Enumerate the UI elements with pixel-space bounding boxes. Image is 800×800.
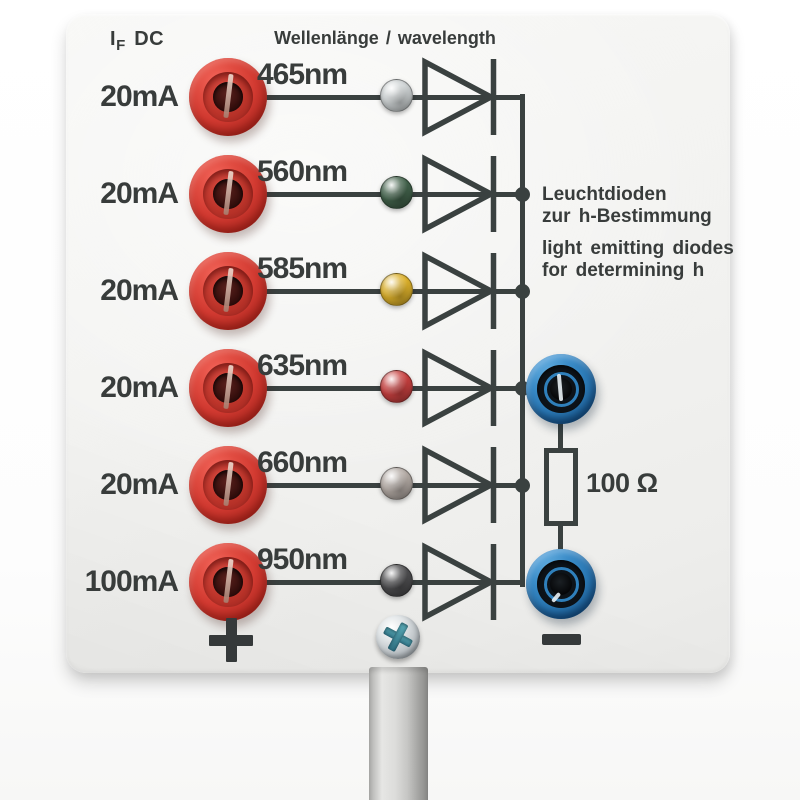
socket-blue-ring (543, 566, 579, 602)
junction-dot (515, 186, 530, 202)
resistor-lead-bottom (558, 524, 563, 554)
socket-hole (549, 572, 573, 596)
current-rating-label: 20mA (100, 468, 179, 501)
anode-wire (226, 482, 522, 488)
stand-rod (369, 667, 428, 800)
diode-symbol-icon (422, 251, 497, 331)
wavelength-label: 560nm (257, 155, 348, 188)
diode-symbol-icon (422, 445, 497, 525)
led-lamp (380, 370, 413, 403)
description-line: for determining h (542, 260, 705, 281)
led-lamp (380, 273, 413, 306)
current-rating-label: 20mA (100, 371, 179, 404)
led-lamp (380, 176, 413, 209)
plus-bar (225, 618, 237, 662)
diode-symbol-icon (422, 542, 497, 622)
current-rating-label: 100mA (84, 565, 179, 598)
resistor-value-label: 100 Ω (586, 468, 658, 498)
quantity-symbol: I (110, 28, 117, 50)
junction-dot (515, 283, 530, 299)
wavelength-header: Wellenlänge / wavelength (274, 28, 496, 48)
anode-wire (226, 288, 522, 294)
red-banana-socket (189, 58, 267, 136)
description-line: Leuchtdioden (542, 184, 667, 205)
red-banana-socket (189, 252, 267, 330)
anode-wire (226, 191, 522, 197)
led-lamp (380, 79, 413, 112)
diode-symbol-icon (422, 154, 497, 234)
junction-dot (515, 477, 530, 493)
red-banana-socket (189, 155, 267, 233)
mode-label: DC (134, 28, 165, 50)
resistor-lead-top (558, 418, 563, 452)
description-line: light emitting diodes (542, 238, 734, 259)
quantity-subscript: F (116, 37, 126, 54)
anode-wire (226, 94, 522, 100)
anode-wire (226, 385, 522, 391)
red-banana-socket (189, 446, 267, 524)
diode-symbol-icon (422, 57, 497, 137)
socket-blue-ring (543, 371, 579, 407)
current-rating-label: 20mA (100, 177, 179, 210)
resistor-symbol (544, 448, 578, 526)
cathode-bus-line (520, 94, 525, 587)
led-lamp (380, 564, 413, 597)
description-english: light emitting diodes for determining h (542, 238, 734, 282)
red-banana-socket (189, 543, 267, 621)
red-banana-socket (189, 349, 267, 427)
blue-banana-socket-bottom (526, 549, 596, 619)
wavelength-label: 950nm (257, 543, 348, 576)
led-lamp (380, 467, 413, 500)
forward-current-dc-label: IF DC (110, 28, 164, 54)
wavelength-label: 585nm (257, 252, 348, 285)
description-german: Leuchtdioden zur h-Bestimmung (542, 184, 712, 228)
anode-wire (226, 579, 522, 585)
wavelength-label: 465nm (257, 58, 348, 91)
plus-terminal-symbol (209, 618, 253, 662)
current-rating-label: 20mA (100, 274, 179, 307)
wavelength-label: 635nm (257, 349, 348, 382)
wavelength-label: 660nm (257, 446, 348, 479)
minus-terminal-symbol (542, 634, 581, 645)
current-rating-label: 20mA (100, 80, 179, 113)
mounting-screw (376, 615, 420, 659)
equipment-panel (66, 14, 730, 673)
description-line: zur h-Bestimmung (542, 206, 712, 227)
diode-symbol-icon (422, 348, 497, 428)
blue-banana-socket-top (526, 354, 596, 424)
